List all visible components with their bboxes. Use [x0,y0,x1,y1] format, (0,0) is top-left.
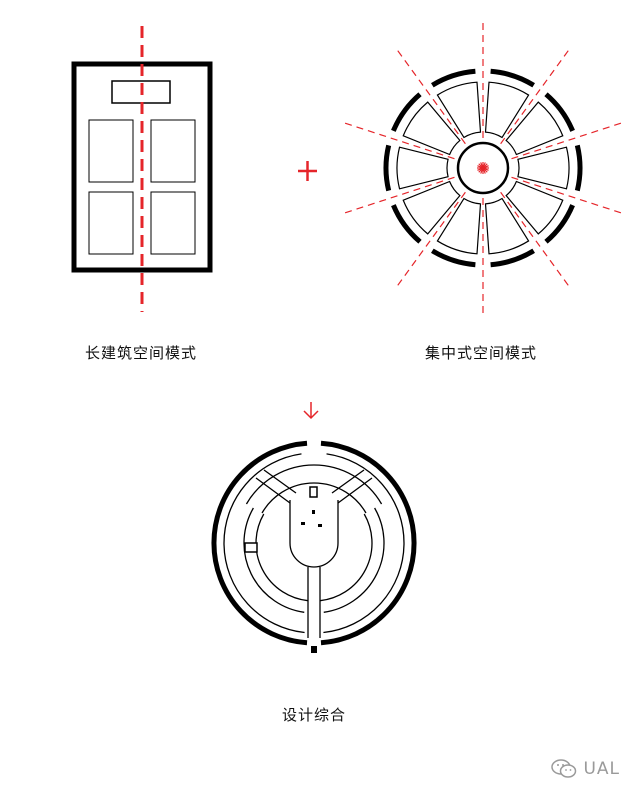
plus-symbol [298,161,317,181]
synthesis-core-arc [289,542,339,568]
central-room [402,180,461,235]
central-radial-axis [500,191,571,289]
central-wall-segment [383,144,392,192]
central-radial-axes [342,20,624,316]
central-room [484,81,530,139]
central-radial-axis [511,121,624,160]
synthesis-entry-mark [311,646,317,653]
central-star [477,162,489,174]
synthesis-connectors [255,477,373,504]
central-outer-wall [383,68,583,268]
central-wall-segment [431,248,476,268]
central-wall-segment [544,204,575,244]
linear-plan [71,26,213,312]
synthesis-connectors-inner [263,469,365,494]
synthesis-inner-rings [223,453,405,638]
caption-linear: 长建筑空间模式 [85,344,198,362]
central-wall-segment [544,92,575,132]
synthesis-gallery-inner [261,482,367,514]
synthesis-left-outer [243,507,305,613]
central-radial-axis [342,176,455,215]
central-room [517,146,570,190]
central-star-ray [477,165,489,171]
central-wall-segment [391,92,422,132]
central-room [436,81,482,139]
synthesis-left-inner [255,513,309,602]
watermark: UAL [551,759,620,779]
central-plan [342,20,624,316]
synthesis-inner-ring-left [223,453,305,634]
central-room [505,180,564,235]
central-room [436,197,482,255]
synthesis-spine [307,567,321,638]
central-radial-axis [342,121,455,160]
central-room [505,101,564,156]
central-room [484,197,530,255]
synthesis-dot-2 [318,524,322,527]
wechat-icon [551,759,577,778]
linear-room-top-right [150,119,196,183]
synthesis-right-inner [319,513,373,602]
central-wall-segment [431,68,476,88]
central-wall-segment [490,248,535,268]
synthesis-door-mark [309,486,318,498]
synthesis-desk [244,542,258,553]
linear-room-top-left [88,119,134,183]
synthesis-plan [211,440,417,653]
linear-room-bottom-right [150,191,196,255]
synthesis-wall-left [211,440,308,646]
synthesis-inner-ring-right [323,453,405,634]
central-wall-segment [490,68,535,88]
synthesis-core-sides [289,500,339,543]
central-radial-axis [395,191,466,289]
synthesis-right-outer [323,507,385,613]
central-wall-segment [574,144,583,192]
central-room [402,101,461,156]
synthesis-gallery-outer [245,464,383,505]
synthesis-wall-right [320,440,417,646]
central-radial-axis [500,47,571,145]
caption-synthesis: 设计综合 [282,706,347,724]
down-arrow [303,402,319,420]
linear-room-bottom-left [88,191,134,255]
central-radial-axis [395,47,466,145]
synthesis-dot-1 [301,522,305,525]
synthesis-dot-3 [312,510,315,514]
central-wall-segment [391,204,422,244]
central-room [396,146,449,190]
watermark-text: UAL [583,759,620,779]
central-rooms [396,81,570,255]
synthesis-outer-wall [211,440,417,646]
caption-central: 集中式空间模式 [425,344,538,362]
central-radial-axis [511,176,624,215]
